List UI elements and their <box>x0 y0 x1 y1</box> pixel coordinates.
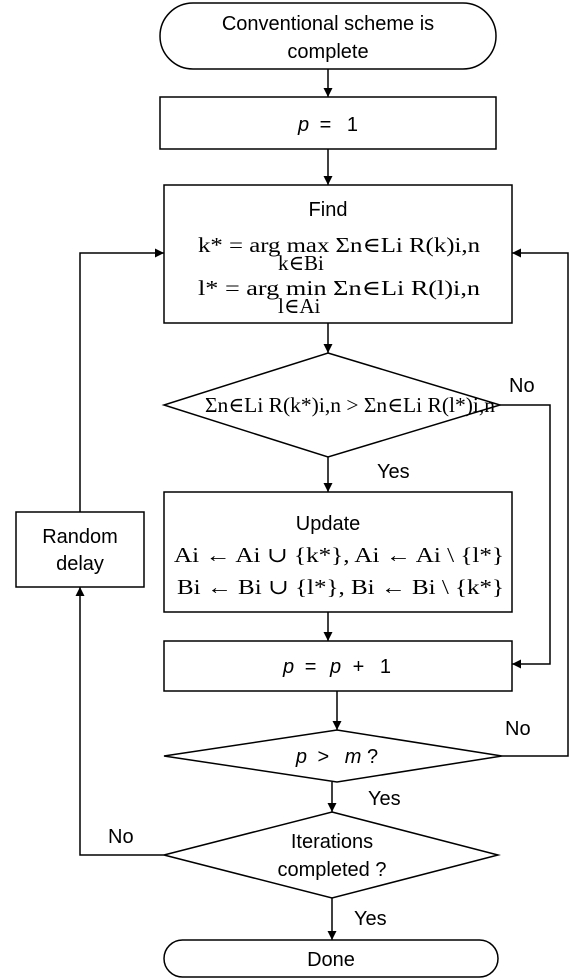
iterations-text-line2: completed ? <box>278 859 387 881</box>
find-equation-lstar-sub: l∈Ai <box>278 294 321 318</box>
arrow-compare-no <box>500 404 551 669</box>
svg-text:p = 1: p = 1 <box>297 114 358 136</box>
start-terminal: Conventional scheme is complete <box>159 2 497 70</box>
find-equation-kstar: k* = arg max Σn∈Li R(k)i,n <box>198 233 481 257</box>
check-no-label: No <box>505 718 531 740</box>
init-var: p <box>297 114 309 136</box>
start-text-line1: Conventional scheme is <box>222 13 434 35</box>
find-equation-lstar: l* = arg min Σn∈Li R(l)i,n <box>198 276 481 300</box>
iterations-no-label: No <box>108 826 134 848</box>
arrow-check-no <box>502 248 569 757</box>
update-equation-b: Bi ← Bi ∪ {l*}, Bi ← Bi \ {k*} <box>177 575 504 599</box>
increment-plus: + <box>353 656 365 678</box>
start-text-line2: complete <box>287 41 368 63</box>
check-q: ? <box>367 746 378 768</box>
random-delay-box: Random delay <box>15 511 145 588</box>
check-p: p <box>295 746 307 768</box>
increment-one: 1 <box>380 656 391 678</box>
end-terminal: Done <box>163 939 499 978</box>
compare-yes-label: Yes <box>377 461 410 483</box>
check-yes-label: Yes <box>368 788 401 810</box>
increment-op: = <box>305 656 317 678</box>
update-equation-a: Ai ← Ai ∪ {k*}, Ai ← Ai \ {l*} <box>174 543 504 567</box>
update-process: Update Ai ← Ai ∪ {k*}, Ai ← Ai \ {l*} Bi… <box>163 491 513 613</box>
check-op: > <box>318 746 330 768</box>
arrow-delay-to-find <box>79 248 164 512</box>
init-op: = <box>320 114 332 136</box>
increment-rhs: p <box>329 656 341 678</box>
find-equation-kstar-sub: k∈Bi <box>278 251 324 275</box>
end-text: Done <box>307 949 355 971</box>
iterations-decision: Iterations completed ? <box>163 811 501 899</box>
svg-text:p > m ?: p > m ? <box>295 746 378 768</box>
iterations-text-line1: Iterations <box>291 831 373 853</box>
random-delay-line1: Random <box>42 526 118 548</box>
svg-text:p = p +: p = p + 1 <box>282 656 391 678</box>
init-val: 1 <box>347 114 358 136</box>
find-title: Find <box>309 199 348 221</box>
check-m-decision: p > m ? <box>163 729 503 783</box>
check-m: m <box>345 746 362 768</box>
compare-decision: Σn∈Li R(k*)i,n > Σn∈Li R(l*)i,n <box>161 352 503 458</box>
iterations-yes-label: Yes <box>354 908 387 930</box>
increment-lhs: p <box>282 656 294 678</box>
arrow-iterations-no <box>75 587 164 856</box>
update-title: Update <box>296 513 361 535</box>
compare-no-label: No <box>509 375 535 397</box>
increment-process: p = p + 1 <box>163 640 513 692</box>
find-process: Find k* = arg max Σn∈Li R(k)i,n k∈Bi l* … <box>163 184 513 324</box>
random-delay-line2: delay <box>56 553 104 575</box>
compare-expression: Σn∈Li R(k*)i,n > Σn∈Li R(l*)i,n <box>205 393 496 417</box>
init-process: p = 1 <box>159 96 497 150</box>
